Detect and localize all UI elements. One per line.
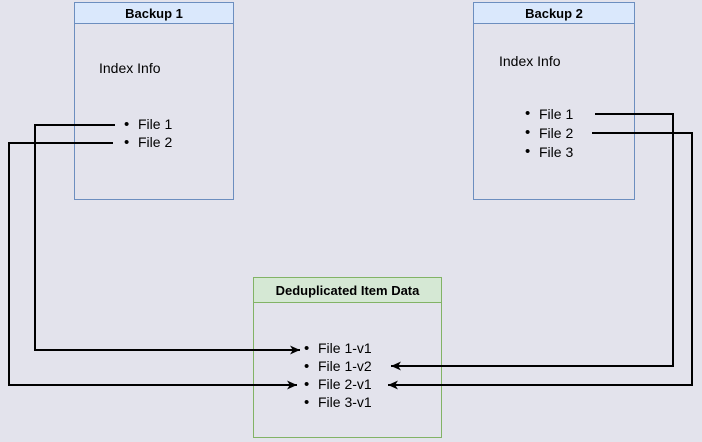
backup1-index-info-label: Index Info bbox=[99, 60, 161, 76]
list-item: File 1-v2 bbox=[304, 357, 372, 375]
list-item: File 1-v1 bbox=[304, 339, 372, 357]
backup1-file-list: File 1 File 2 bbox=[124, 115, 172, 151]
dedup-title: Deduplicated Item Data bbox=[275, 282, 420, 298]
dedup-header: Deduplicated Item Data bbox=[254, 278, 441, 303]
list-item: File 1 bbox=[124, 115, 172, 133]
backup2-title: Backup 2 bbox=[525, 5, 583, 21]
backup2-box: Backup 2 Index Info File 1 File 2 File 3 bbox=[473, 2, 635, 200]
dedup-box: Deduplicated Item Data File 1-v1 File 1-… bbox=[253, 277, 442, 438]
list-item: File 2-v1 bbox=[304, 375, 372, 393]
dedup-file-list: File 1-v1 File 1-v2 File 2-v1 File 3-v1 bbox=[304, 339, 372, 411]
list-item: File 1 bbox=[525, 104, 573, 123]
list-item: File 3 bbox=[525, 142, 573, 161]
backup1-title: Backup 1 bbox=[125, 5, 183, 21]
list-item: File 3-v1 bbox=[304, 393, 372, 411]
backup1-box: Backup 1 Index Info File 1 File 2 bbox=[74, 2, 234, 200]
backup2-index-info-label: Index Info bbox=[499, 53, 561, 69]
list-item: File 2 bbox=[124, 133, 172, 151]
backup2-header: Backup 2 bbox=[474, 3, 634, 24]
list-item: File 2 bbox=[525, 123, 573, 142]
backup1-header: Backup 1 bbox=[75, 3, 233, 24]
backup2-file-list: File 1 File 2 File 3 bbox=[525, 104, 573, 161]
